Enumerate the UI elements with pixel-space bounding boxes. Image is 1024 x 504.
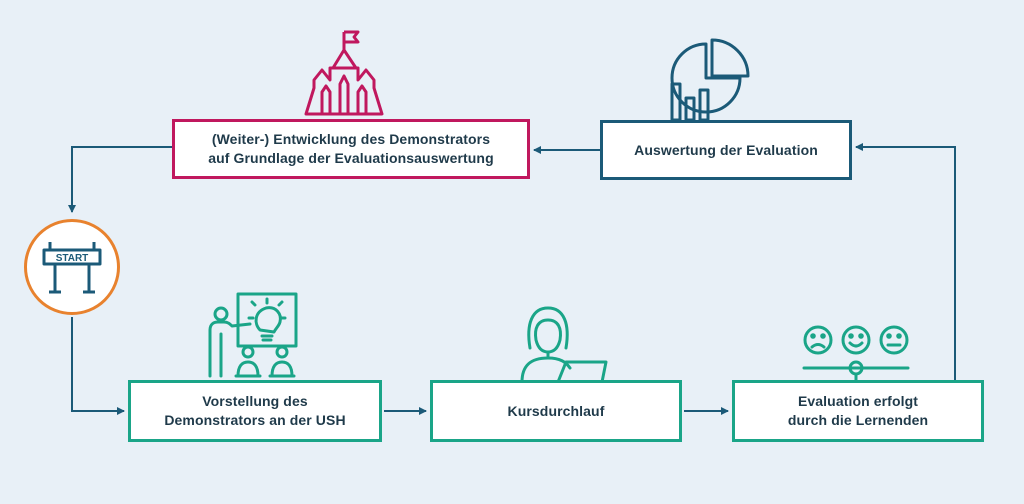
- presenter-lightbulb-icon: [208, 292, 298, 378]
- chart-analysis-icon: [670, 38, 750, 122]
- develop-demonstrator-box: (Weiter-) Entwicklung des Demonstrators …: [172, 119, 530, 179]
- start-label: START: [56, 253, 89, 264]
- presentation-box-line-2: Demonstrators an der USH: [164, 412, 346, 428]
- arrow-develop-to-start: [68, 146, 172, 213]
- learner-evaluation-box: Evaluation erfolgt durch die Lernenden: [732, 380, 984, 442]
- course-box-label: Kursdurchlauf: [507, 402, 605, 419]
- develop-box-line-1: (Weiter-) Entwicklung des Demonstrators: [211, 131, 491, 147]
- evaluation-box-line-2: durch die Lernenden: [787, 412, 929, 428]
- start-gate-icon: START: [42, 242, 102, 294]
- arrow-start-to-presentation: [71, 317, 125, 415]
- castle-with-flag-icon: [304, 30, 384, 116]
- evaluation-box-line-1: Evaluation erfolgt: [797, 393, 919, 409]
- presentation-box: Vorstellung des Demonstrators an der USH: [128, 380, 382, 442]
- analysis-box-label: Auswertung der Evaluation: [634, 141, 818, 158]
- learner-laptop-icon: [520, 306, 608, 384]
- course-run-box: Kursdurchlauf: [430, 380, 682, 442]
- arrow-evaluation-to-analysis: [855, 143, 956, 380]
- evaluation-analysis-box: Auswertung der Evaluation: [600, 120, 852, 180]
- develop-box-line-2: auf Grundlage der Evaluationsauswertung: [208, 150, 494, 166]
- start-circle: START: [24, 219, 120, 315]
- presentation-box-line-1: Vorstellung des: [202, 393, 308, 409]
- feedback-smileys-icon: [802, 325, 910, 382]
